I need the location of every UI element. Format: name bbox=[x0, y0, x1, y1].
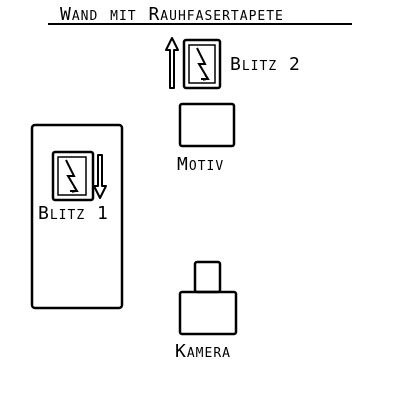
lightning-icon-arrowhead bbox=[202, 74, 210, 81]
panel bbox=[30, 123, 124, 310]
lightning-icon bbox=[196, 47, 210, 80]
camera-label: Kamera bbox=[175, 341, 231, 362]
flash-1 bbox=[51, 150, 107, 202]
camera bbox=[178, 260, 238, 336]
lightning-icon-arrowhead bbox=[71, 186, 79, 193]
flash-2-label: Blitz 2 bbox=[230, 54, 301, 75]
flash-2-head bbox=[188, 44, 216, 84]
flash-1-label: Blitz 1 bbox=[38, 203, 109, 224]
wall-title: Wand mit Rauhfasertapete bbox=[60, 4, 284, 25]
arrow-up-icon bbox=[165, 37, 179, 89]
camera-body bbox=[178, 290, 238, 336]
flash-1-head bbox=[57, 156, 87, 196]
subject-box bbox=[178, 102, 236, 148]
arrow-down-icon bbox=[93, 154, 107, 199]
flash-2 bbox=[165, 37, 222, 90]
flash-2-body bbox=[182, 38, 222, 90]
subject-label: Motiv bbox=[177, 154, 224, 175]
lightning-icon bbox=[65, 159, 79, 192]
camera-lens bbox=[193, 260, 222, 294]
flash-1-body bbox=[51, 150, 95, 202]
